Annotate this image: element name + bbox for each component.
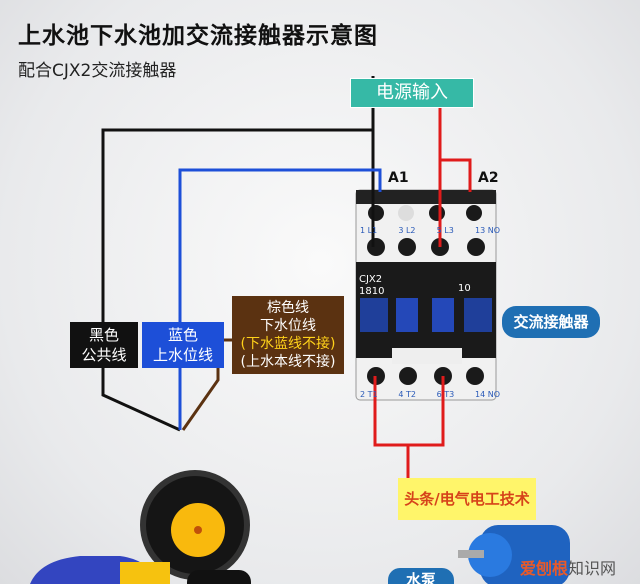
label-line: 棕色线 bbox=[267, 300, 309, 316]
top-terminals: 1 L1 3 L2 5 L3 13 NO bbox=[360, 226, 500, 235]
blue-wire bbox=[178, 168, 382, 430]
red-wire-output bbox=[373, 376, 410, 478]
terminal-label: 5 L3 bbox=[436, 226, 454, 235]
label-line: (上水本线不接) bbox=[240, 354, 336, 370]
subtitle: 配合CJX2交流接触器 bbox=[18, 61, 177, 81]
red-wire-coil bbox=[440, 158, 472, 192]
terminal-label: 4 T2 bbox=[398, 390, 416, 399]
a1-label: A1 bbox=[388, 170, 409, 186]
contactor-callout: 交流接触器 bbox=[502, 306, 600, 338]
model-line: 1810 bbox=[359, 286, 385, 297]
black-common-wire-label: 黑色公共线 bbox=[70, 322, 138, 368]
power-input-label: 电源输入 bbox=[350, 78, 474, 108]
model-line: CJX2 bbox=[359, 274, 383, 285]
terminal-label: 3 L2 bbox=[398, 226, 416, 235]
label-line: 蓝色 bbox=[167, 326, 198, 344]
label-line: 上水位线 bbox=[152, 346, 213, 364]
watermark-text: 知识网 bbox=[568, 559, 617, 578]
source-credit-box: 头条/电气电工技术 bbox=[398, 478, 536, 520]
terminal-label: 13 NO bbox=[474, 226, 500, 235]
pump-motor bbox=[458, 525, 570, 584]
bottom-terminals: 2 T1 4 T2 6 T3 14 NO bbox=[360, 390, 500, 399]
blue-upper-level-label: 蓝色上水位线 bbox=[142, 322, 224, 368]
watermark: 爱刨根知识网 bbox=[520, 555, 616, 579]
black-wire bbox=[101, 76, 375, 432]
aux-contact-label: 10 bbox=[458, 283, 471, 294]
float-switch bbox=[30, 470, 250, 584]
terminal-label: 6 T3 bbox=[436, 390, 455, 399]
pump-callout: 水泵 bbox=[388, 568, 454, 584]
label-line: 下水位线 bbox=[260, 318, 316, 334]
float-callout bbox=[187, 570, 251, 584]
brown-lower-level-label: 棕色线下水位线 (下水蓝线不接) (上水本线不接) bbox=[232, 296, 344, 374]
terminal-label: 14 NO bbox=[474, 390, 500, 399]
label-line: (下水蓝线不接) bbox=[240, 336, 336, 352]
page-title: 上水池下水池加交流接触器示意图 bbox=[18, 23, 378, 49]
red-wire-output2 bbox=[408, 376, 445, 447]
terminal-label: 2 T1 bbox=[360, 390, 378, 399]
a2-label: A2 bbox=[478, 170, 499, 186]
label-line: 黑色 bbox=[88, 326, 119, 344]
terminal-label: 1 L1 bbox=[360, 226, 378, 235]
label-line: 公共线 bbox=[81, 346, 127, 364]
watermark-brand: 爱刨根 bbox=[520, 559, 569, 578]
